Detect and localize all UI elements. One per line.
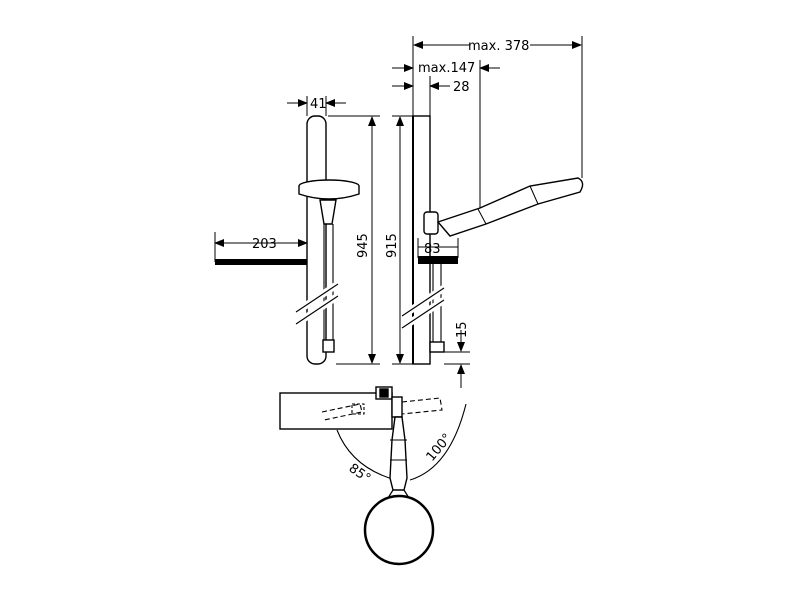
side-view	[400, 115, 584, 365]
front-head-body	[298, 186, 360, 200]
side-break	[401, 287, 445, 329]
dim-holder-width: 83	[424, 242, 441, 257]
side-shower-arm	[436, 177, 584, 237]
side-holder	[418, 256, 458, 264]
front-shelf	[215, 259, 307, 265]
dim-bar-width: 41	[310, 97, 327, 112]
top-swivel	[391, 396, 403, 418]
front-hose-end	[322, 339, 335, 353]
front-dimensions	[214, 96, 380, 365]
dim-max-head-projection: max.147	[418, 61, 475, 76]
top-shower-head	[363, 494, 435, 566]
front-handle	[319, 199, 337, 225]
top-view	[279, 386, 467, 566]
top-dashed-right	[401, 397, 443, 415]
dim-bottom-offset: 15	[455, 321, 470, 338]
angle-left-label: 85°	[346, 461, 373, 487]
side-dimensions	[392, 36, 583, 388]
top-shelf	[279, 392, 393, 430]
side-rail	[412, 115, 431, 365]
dim-bar-offset: 28	[453, 80, 470, 95]
side-slider	[423, 211, 439, 235]
dim-max-projection: max. 378	[468, 39, 529, 54]
dim-shelf-width: 203	[252, 237, 277, 252]
dim-bar-spacing: 915	[385, 233, 400, 258]
angle-arc-right	[409, 403, 467, 481]
top-dashed-left	[321, 403, 363, 421]
angle-right-label: 100°	[424, 431, 456, 465]
dim-bar-height: 945	[356, 233, 371, 258]
front-rail	[306, 115, 327, 365]
angle-arc-left	[336, 429, 397, 481]
front-view	[215, 115, 360, 365]
